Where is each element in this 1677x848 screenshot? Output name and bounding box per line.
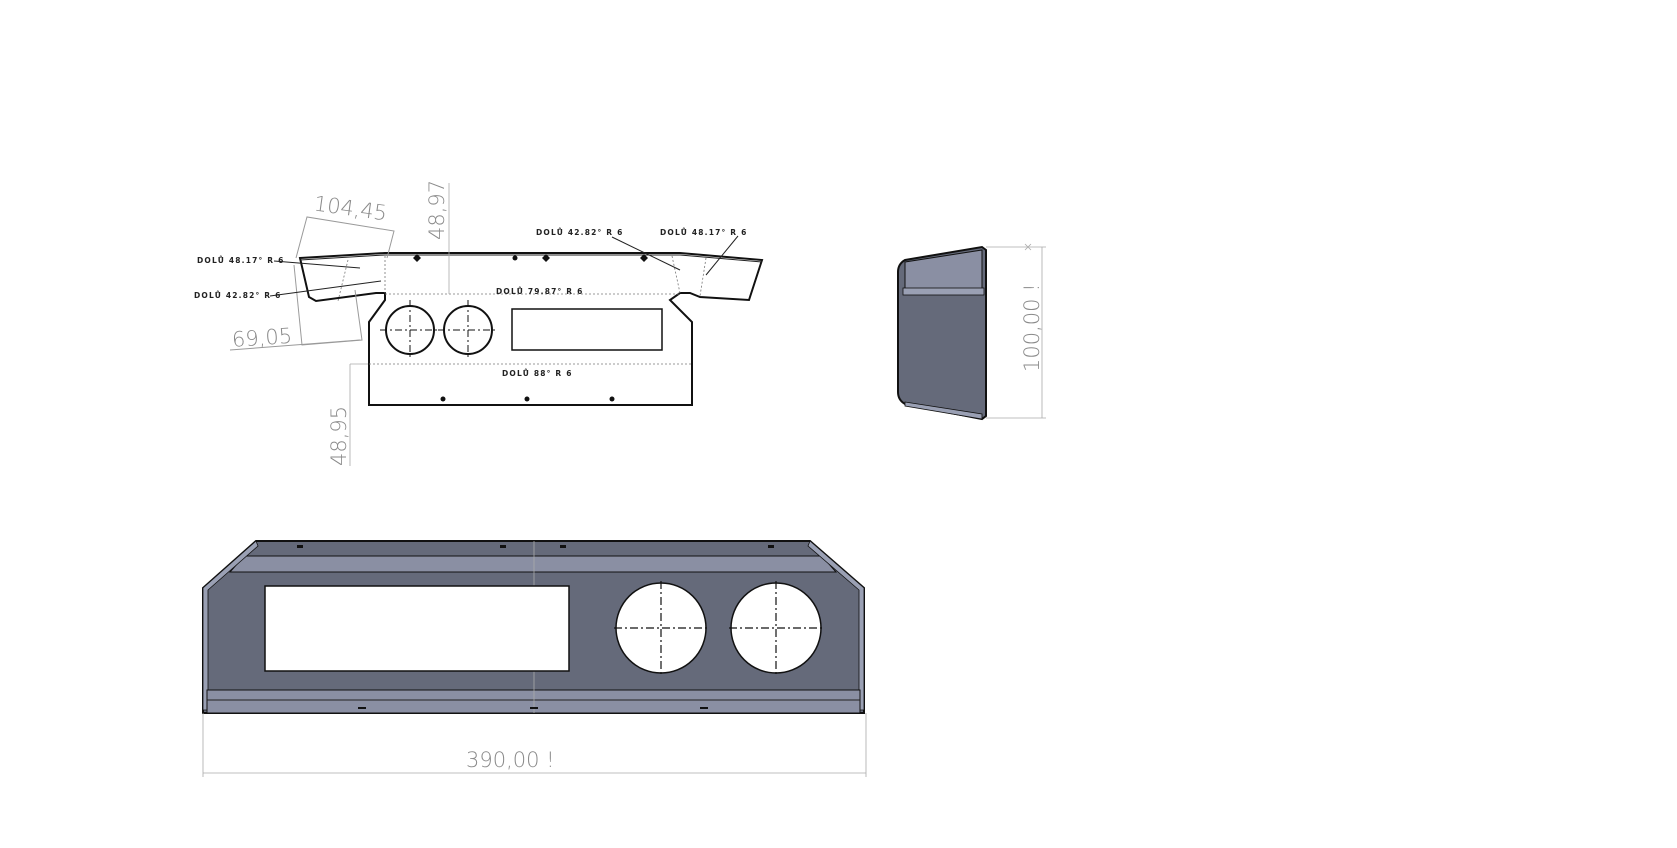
- top-flange-edge: [299, 254, 763, 263]
- dim-48-95-text: 48,95: [327, 406, 351, 466]
- dim-390-text: 390,00 !: [466, 748, 555, 772]
- front-view-round-cutout-2: [730, 582, 822, 674]
- mark: [609, 396, 615, 402]
- dim-100-tick: [1024, 243, 1032, 251]
- mounting-marks: [413, 254, 648, 402]
- dim-48-95-extension: [349, 363, 368, 466]
- bend-note-top-right-1: DOLŮ 42.82° R 6: [536, 228, 624, 237]
- mark: [530, 707, 538, 709]
- leader-top-right-1: [611, 236, 681, 271]
- mark: [297, 545, 303, 548]
- bend-line-right-b: [699, 257, 707, 297]
- front-view-left-edge: [202, 540, 259, 711]
- dim-390-extension: [202, 713, 867, 777]
- flat-pattern-outline: [298, 252, 764, 406]
- front-view: 390,00 !: [202, 540, 867, 777]
- front-view-marks: [297, 545, 774, 709]
- mark: [512, 255, 518, 261]
- mark: [700, 707, 708, 709]
- dim-104-45-text: 104,45: [312, 191, 388, 225]
- bend-note-middle: DOLŮ 79.87° R 6: [496, 287, 584, 296]
- flat-pattern-view: 104,45 48,97 69,05 48,95 DOLŮ 48.17° R 6…: [194, 180, 764, 466]
- dim-69-05-line: [229, 339, 361, 351]
- side-view-upper-flange: [904, 249, 983, 291]
- front-view-round-cutout-1: [615, 582, 707, 674]
- mark: [524, 396, 530, 402]
- side-view-bottom-edge: [904, 401, 983, 420]
- display-cutout: [511, 308, 663, 351]
- mark: [440, 396, 446, 402]
- bend-line-right-a: [671, 255, 681, 294]
- dim-100-text: 100,00 !: [1020, 283, 1044, 372]
- mark: [413, 254, 421, 262]
- leader-top-left-1: [273, 260, 361, 269]
- front-view-right-edge: [807, 540, 865, 711]
- bend-note-top-right-2: DOLŮ 48.17° R 6: [660, 228, 748, 237]
- side-view-edge-band: [902, 287, 985, 296]
- front-view-top-flange: [228, 555, 838, 573]
- bend-line-left-a: [337, 259, 349, 302]
- front-view-bottom-band: [206, 689, 861, 714]
- bend-note-bottom: DOLŮ 88° R 6: [502, 369, 573, 378]
- bend-note-top-left-1: DOLŮ 48.17° R 6: [197, 256, 285, 265]
- front-view-display-cutout: [264, 585, 570, 672]
- bend-note-top-left-2: DOLŮ 42.82° R 6: [194, 291, 282, 300]
- mark: [768, 545, 774, 548]
- leader-top-right-2: [705, 235, 739, 276]
- dim-100-extension: [986, 246, 1046, 419]
- dim-69-05-text: 69,05: [231, 324, 293, 352]
- mark: [500, 545, 506, 548]
- mark: [358, 707, 366, 709]
- side-view: 100,00 !: [897, 243, 1046, 421]
- dim-48-97-text: 48,97: [425, 180, 449, 240]
- mark: [640, 254, 648, 262]
- mark: [560, 545, 566, 548]
- leader-top-left-2: [269, 280, 382, 297]
- mark: [542, 254, 550, 262]
